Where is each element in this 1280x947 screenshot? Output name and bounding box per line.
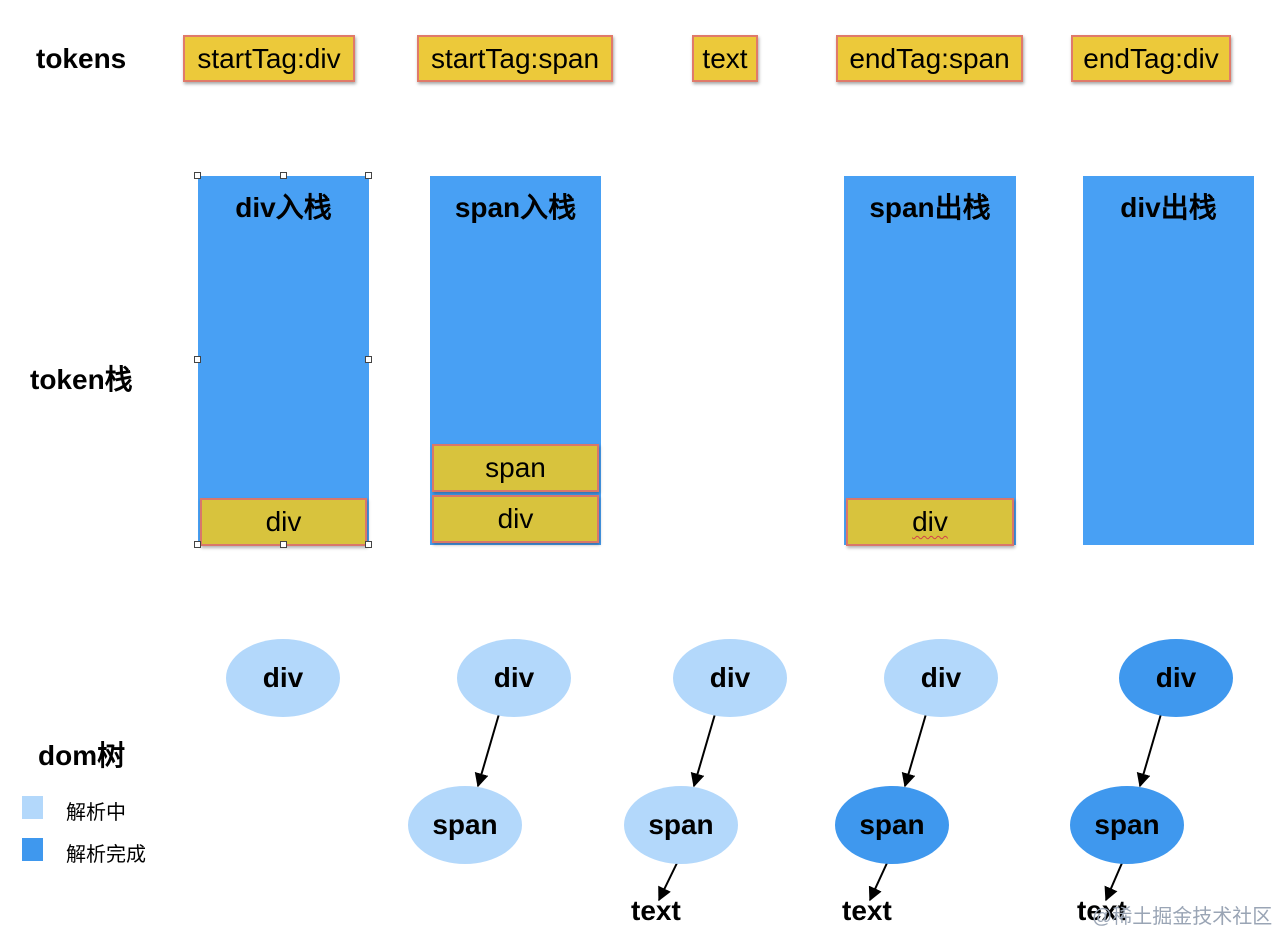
stack-span-push: span入栈 span div xyxy=(430,176,601,545)
stack-span-pop: span出栈 div xyxy=(844,176,1016,546)
spellcheck-underlined-text: div xyxy=(912,506,948,537)
stack-title: span入栈 xyxy=(454,192,577,223)
dom-node-text: text xyxy=(1077,895,1127,926)
legend-label-done: 解析完成 xyxy=(66,844,146,866)
dom-node-span: span xyxy=(624,786,738,864)
row-label-dom-tree: dom树 xyxy=(38,740,126,771)
edge-div-span xyxy=(474,713,500,788)
dom-node-span: span xyxy=(408,786,522,864)
stack-title: div入栈 xyxy=(235,192,332,223)
token-end-tag-div: endTag:div xyxy=(1071,35,1231,82)
dom-node-span: span xyxy=(835,786,949,864)
stack-title: div出栈 xyxy=(1120,192,1217,223)
stack-div-pop: div出栈 xyxy=(1083,176,1254,545)
dom-node-text: text xyxy=(631,895,681,926)
stack-item-div: div xyxy=(846,498,1014,546)
watermark: @稀土掘金技术社区 xyxy=(1092,906,1273,928)
token-start-tag-div: startTag:div xyxy=(183,35,355,82)
stack-item-span: span xyxy=(432,444,599,492)
selection-handle[interactable] xyxy=(365,541,372,548)
edge-div-span xyxy=(1136,713,1162,788)
edge-div-span xyxy=(690,713,716,788)
dom-node-text: text xyxy=(842,895,892,926)
legend-swatch-parsing xyxy=(22,796,43,819)
dom-node-div: div xyxy=(457,639,571,717)
row-label-tokens: tokens xyxy=(36,43,127,74)
stack-div-push[interactable]: div入栈 div xyxy=(198,176,369,546)
token-end-tag-span: endTag:span xyxy=(836,35,1023,82)
selection-handle[interactable] xyxy=(365,172,372,179)
legend-swatch-done xyxy=(22,838,43,861)
stack-item-div: div xyxy=(200,498,367,546)
dom-node-div: div xyxy=(884,639,998,717)
token-text: text xyxy=(692,35,758,82)
selection-handle[interactable] xyxy=(194,356,201,363)
edge-div-span xyxy=(901,713,927,788)
selection-handle[interactable] xyxy=(280,541,287,548)
row-label-token-stack: token栈 xyxy=(30,364,133,395)
stack-title: span出栈 xyxy=(869,192,991,223)
dom-node-span: span xyxy=(1070,786,1184,864)
selection-handle[interactable] xyxy=(194,172,201,179)
legend-label-parsing: 解析中 xyxy=(66,802,126,824)
dom-node-div: div xyxy=(226,639,340,717)
token-start-tag-span: startTag:span xyxy=(417,35,613,82)
dom-node-div: div xyxy=(673,639,787,717)
selection-handle[interactable] xyxy=(365,356,372,363)
dom-node-div: div xyxy=(1119,639,1233,717)
selection-handle[interactable] xyxy=(194,541,201,548)
stack-item-div: div xyxy=(432,495,599,543)
selection-handle[interactable] xyxy=(280,172,287,179)
